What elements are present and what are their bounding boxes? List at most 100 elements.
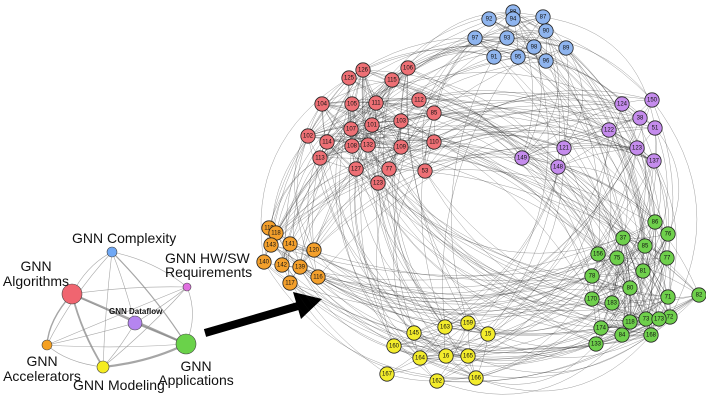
network-node-blue: 92: [481, 11, 497, 27]
network-node-red: 108: [344, 138, 360, 154]
network-node-id: 86: [652, 219, 659, 225]
network-node-green: 168: [643, 327, 659, 343]
network-edge: [521, 157, 644, 272]
network-edges: [260, 11, 700, 395]
network-node-circle: [370, 175, 386, 191]
summary-node-dataflow: [127, 315, 143, 331]
network-node-id: 93: [504, 35, 511, 41]
network-node-id: 137: [649, 158, 660, 164]
network-edge: [475, 343, 597, 385]
network-node-purple: 148: [550, 159, 566, 175]
network-node-circle: [629, 140, 645, 156]
network-edge: [467, 147, 638, 324]
network-edge: [474, 37, 631, 323]
network-node-red: 77: [381, 161, 397, 177]
network-node-green: 173: [651, 311, 667, 327]
network-node-green: 85: [637, 238, 653, 254]
network-node-circle: [426, 105, 442, 121]
network-node-red: 125: [341, 70, 357, 86]
network-node-circle: [381, 161, 397, 177]
network-edge: [407, 67, 631, 323]
network-edge: [521, 157, 599, 255]
network-node-id: 76: [665, 231, 672, 237]
network-edge: [388, 16, 544, 170]
network-edge: [319, 141, 435, 159]
network-edge: [475, 160, 655, 379]
network-node-circle: [460, 315, 476, 331]
network-edge: [600, 257, 618, 329]
network-node-red: 115: [384, 72, 400, 88]
network-node-blue: 87: [535, 9, 551, 25]
network-node-id: 82: [696, 292, 703, 298]
network-node-id: 121: [559, 145, 570, 151]
summary-label-hwsw: GNN HW/SW: [165, 250, 251, 266]
network-node-purple: 38: [632, 110, 648, 126]
network-node-green: 78: [584, 268, 600, 284]
summary-node-accelerators: [41, 339, 53, 351]
summary-label-hwsw: Requirements: [165, 264, 252, 280]
network-node-green: 86: [647, 214, 663, 230]
network-node-circle: [615, 230, 631, 246]
network-node-circle: [635, 263, 651, 279]
network-edge: [636, 147, 669, 235]
network-node-id: 111: [371, 100, 381, 106]
network-edge: [424, 135, 565, 172]
network-edge: [444, 147, 638, 328]
network-node-id: 90: [543, 28, 550, 34]
network-node-id: 173: [654, 316, 665, 322]
network-node-circle: [614, 327, 630, 343]
network-edge: [545, 60, 655, 162]
network-node-id: 92: [486, 16, 493, 22]
network-nodes: 8887929490979398899195961061261251151041…: [256, 4, 706, 389]
network-edge: [391, 79, 593, 300]
network-edge: [591, 129, 628, 300]
network-edge: [281, 46, 535, 266]
network-node-circle: [632, 110, 648, 126]
network-edge: [376, 112, 435, 347]
network-node-blue: 97: [467, 30, 483, 46]
network-edge: [475, 334, 652, 392]
network-node-purple: 123: [629, 140, 645, 156]
network-node-id: 163: [440, 324, 451, 330]
summary-label-applications: Applications: [158, 372, 234, 388]
network-node-id: 110: [429, 139, 439, 145]
network-edge: [351, 145, 669, 298]
network-node-id: 16: [443, 353, 450, 359]
network-node-circle: [379, 366, 395, 382]
network-edge: [317, 237, 624, 303]
arrow-head: [293, 292, 322, 319]
network-node-green: 183: [604, 295, 620, 311]
network-node-red: 123: [370, 175, 386, 191]
network-node-id: 114: [322, 139, 332, 145]
summary-edge: [71, 286, 188, 295]
network-node-id: 120: [309, 247, 320, 253]
network-node-id: 106: [403, 65, 414, 71]
network-edge: [313, 143, 638, 251]
network-edge: [307, 99, 420, 137]
network-node-circle: [601, 122, 617, 138]
network-node-circle: [256, 254, 272, 270]
network-node-id: 125: [344, 75, 355, 81]
network-node-circle: [558, 40, 574, 56]
network-edge: [317, 245, 646, 289]
network-edge: [275, 232, 469, 357]
network-node-green: 118: [622, 314, 638, 330]
network-node-red: 127: [348, 161, 364, 177]
network-node-circle: [646, 153, 662, 169]
network-node-id: 87: [540, 14, 547, 20]
network-node-circle: [360, 137, 376, 153]
network-node-circle: [659, 250, 675, 266]
network-node-yellow: 159: [460, 315, 476, 331]
network-edge: [299, 147, 565, 268]
network-edge: [319, 99, 623, 159]
network-node-red: 110: [426, 134, 442, 150]
network-edge: [487, 160, 655, 335]
network-node-orange: 140: [256, 254, 272, 270]
network-node-id: 122: [604, 127, 615, 133]
network-edge: [307, 103, 353, 251]
network-node-blue: 96: [538, 53, 554, 69]
network-node-circle: [660, 289, 676, 305]
network-edge: [521, 103, 623, 159]
network-node-circle: [292, 259, 308, 275]
network-node-id: 165: [463, 353, 474, 359]
